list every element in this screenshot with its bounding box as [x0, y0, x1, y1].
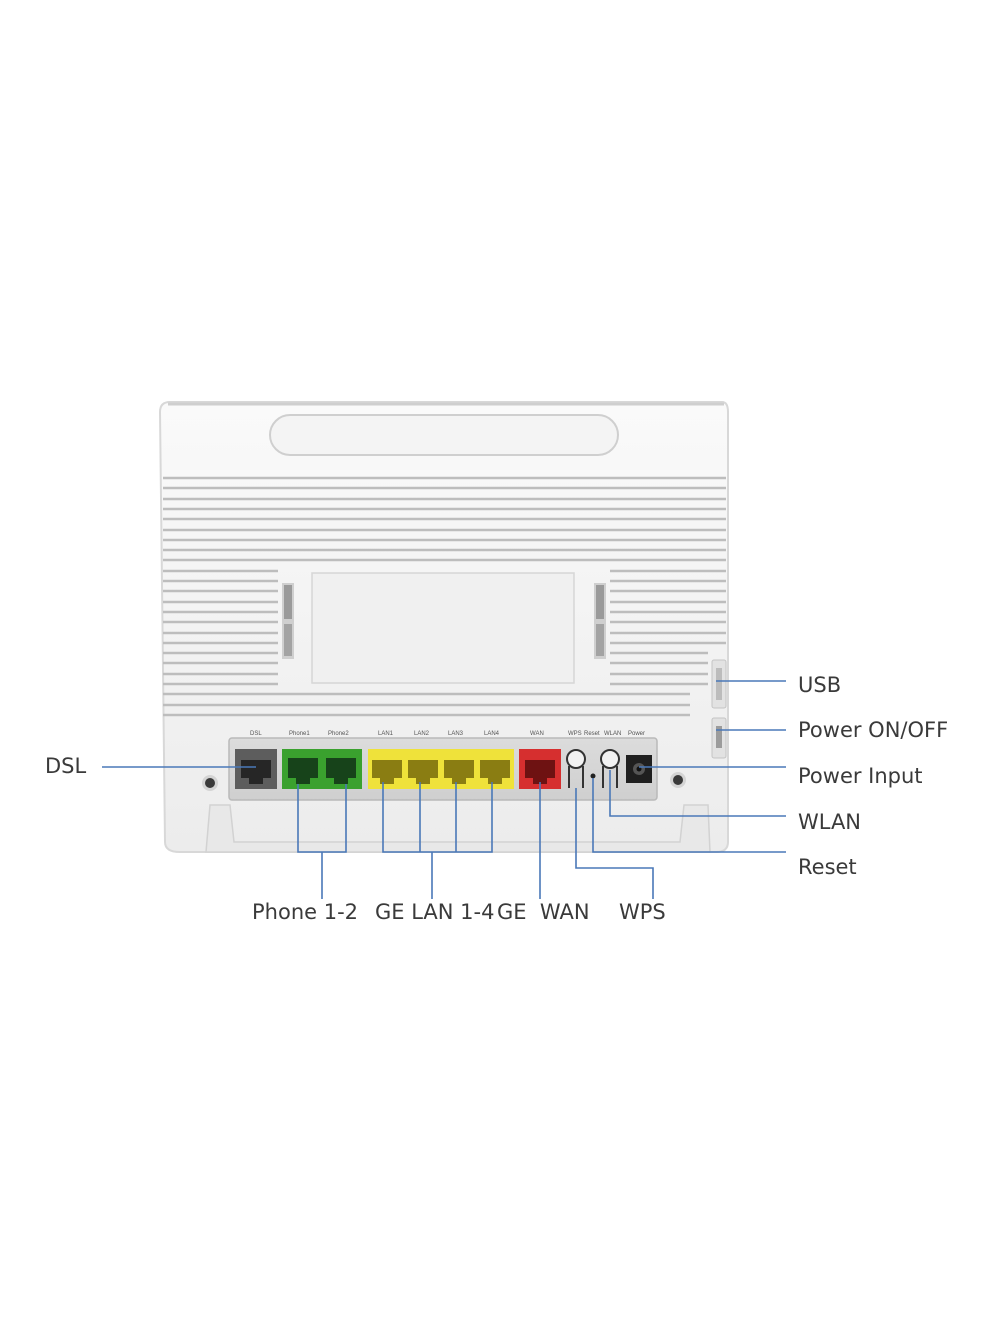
callout-wps: WPS	[619, 900, 666, 924]
leader-wlan	[609, 770, 786, 817]
mount-slot-left	[282, 583, 294, 659]
callout-phone: Phone 1-2	[252, 900, 359, 924]
port-label-phone2: Phone2	[328, 731, 349, 737]
usb-port[interactable]	[711, 659, 727, 709]
port-label-power: Power	[628, 731, 645, 737]
lan-port-2[interactable]	[408, 760, 438, 784]
port-label-wan: WAN	[530, 731, 544, 737]
leader-phone	[297, 784, 347, 899]
port-label-reset: Reset	[584, 731, 600, 737]
phone-port-2[interactable]	[326, 758, 356, 784]
power-jack[interactable]	[626, 755, 652, 783]
leader-reset	[592, 778, 786, 853]
phone-ports	[282, 749, 362, 789]
callout-usb: USB	[798, 673, 842, 697]
screw-left	[202, 775, 218, 791]
port-label-lan2: LAN2	[414, 731, 430, 737]
port-label-lan3: LAN3	[448, 731, 464, 737]
leader-lan	[382, 782, 493, 899]
leader-wps	[575, 788, 654, 899]
callout-ge-lan: GE LAN 1-4	[375, 900, 495, 924]
callout-power-on-off: Power ON/OFF	[798, 718, 949, 742]
callout-power-input: Power Input	[798, 764, 923, 788]
callout-ge-wan: GE WAN	[497, 900, 590, 924]
port-label-dsl: DSL	[250, 731, 262, 737]
label-plate	[311, 572, 575, 684]
port-label-wps: WPS	[568, 731, 582, 737]
lan-ports	[368, 749, 514, 789]
wps-button[interactable]	[566, 749, 586, 788]
wlan-button[interactable]	[600, 749, 620, 788]
top-handle-slot	[269, 414, 619, 456]
port-label-lan1: LAN1	[378, 731, 394, 737]
callout-dsl: DSL	[45, 754, 87, 778]
callout-reset: Reset	[798, 855, 857, 879]
port-label-lan4: LAN4	[484, 731, 500, 737]
lan-port-1[interactable]	[372, 760, 402, 784]
reset-pinhole[interactable]	[590, 773, 596, 779]
leader-lines	[102, 680, 786, 899]
callout-wlan: WLAN	[798, 810, 862, 834]
lan-port-4[interactable]	[480, 760, 510, 784]
router-base	[205, 804, 711, 853]
mount-slot-right	[594, 583, 606, 659]
port-label-phone1: Phone1	[289, 731, 310, 737]
vent-grille	[163, 476, 726, 717]
lan-port-3[interactable]	[444, 760, 474, 784]
phone-port-1[interactable]	[288, 758, 318, 784]
port-label-wlan: WLAN	[604, 731, 621, 737]
dsl-port[interactable]	[235, 749, 277, 789]
power-switch[interactable]	[711, 717, 727, 759]
screw-right	[670, 772, 686, 788]
